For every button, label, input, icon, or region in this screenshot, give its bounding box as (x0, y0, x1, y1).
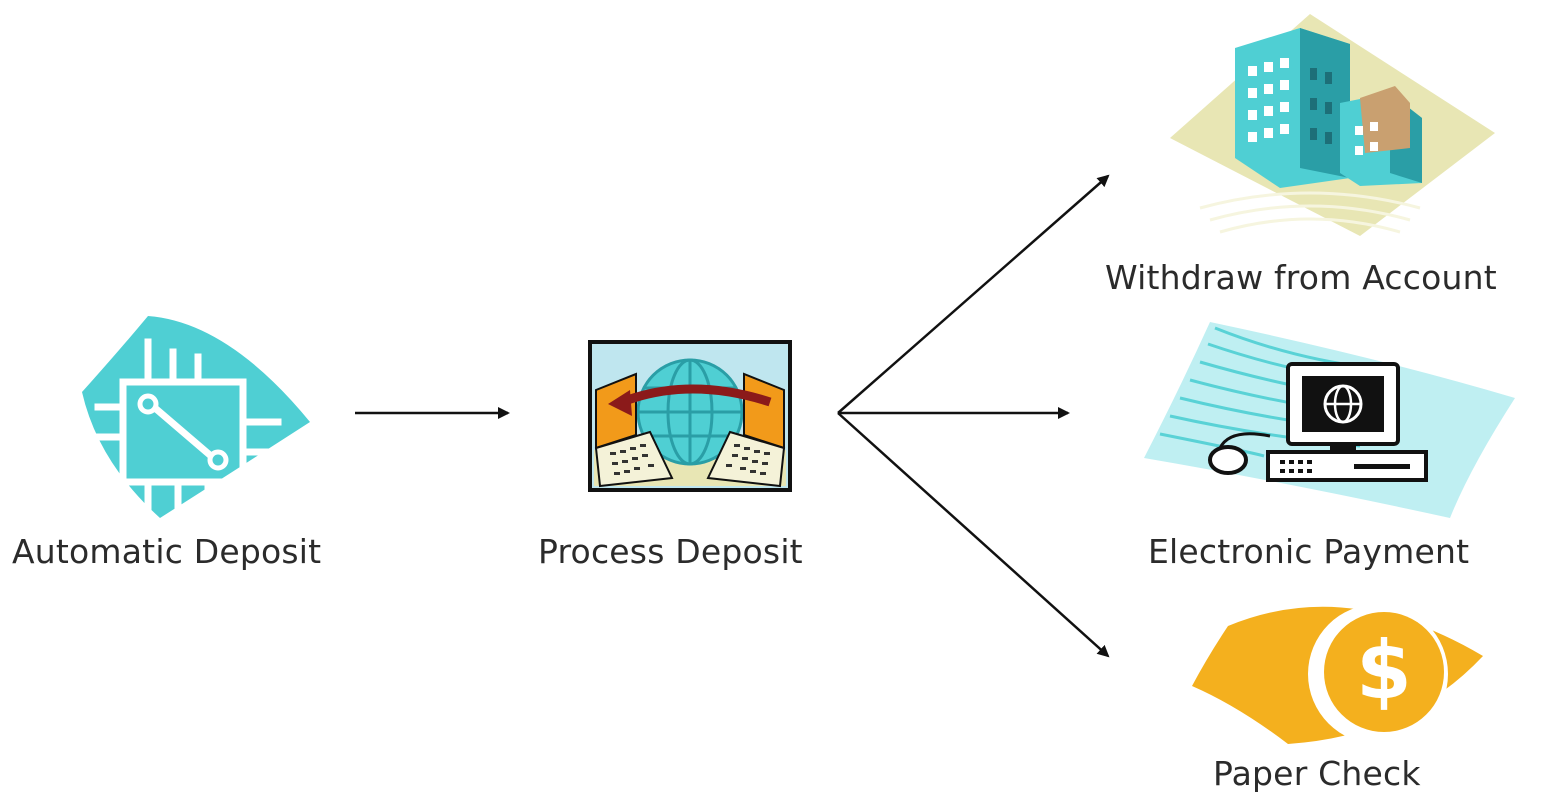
electronic-payment-label: Electronic Payment (1148, 532, 1470, 571)
svg-text:$: $ (1356, 624, 1412, 717)
automatic-deposit-label: Automatic Deposit (12, 532, 322, 571)
withdraw-from-account-label: Withdraw from Account (1105, 258, 1497, 297)
process-deposit-label: Process Deposit (538, 532, 803, 571)
edge-process-to-paper (837, 412, 1110, 658)
circuit-board-icon (82, 316, 310, 518)
paper-check-label: Paper Check (1213, 754, 1421, 793)
edge-process-to-withdraw (837, 174, 1110, 414)
network-exchange-icon (588, 340, 792, 492)
dollar-coin-icon: $ (1192, 604, 1483, 744)
computer-globe-icon (1144, 322, 1515, 518)
office-buildings-icon (1170, 14, 1495, 236)
